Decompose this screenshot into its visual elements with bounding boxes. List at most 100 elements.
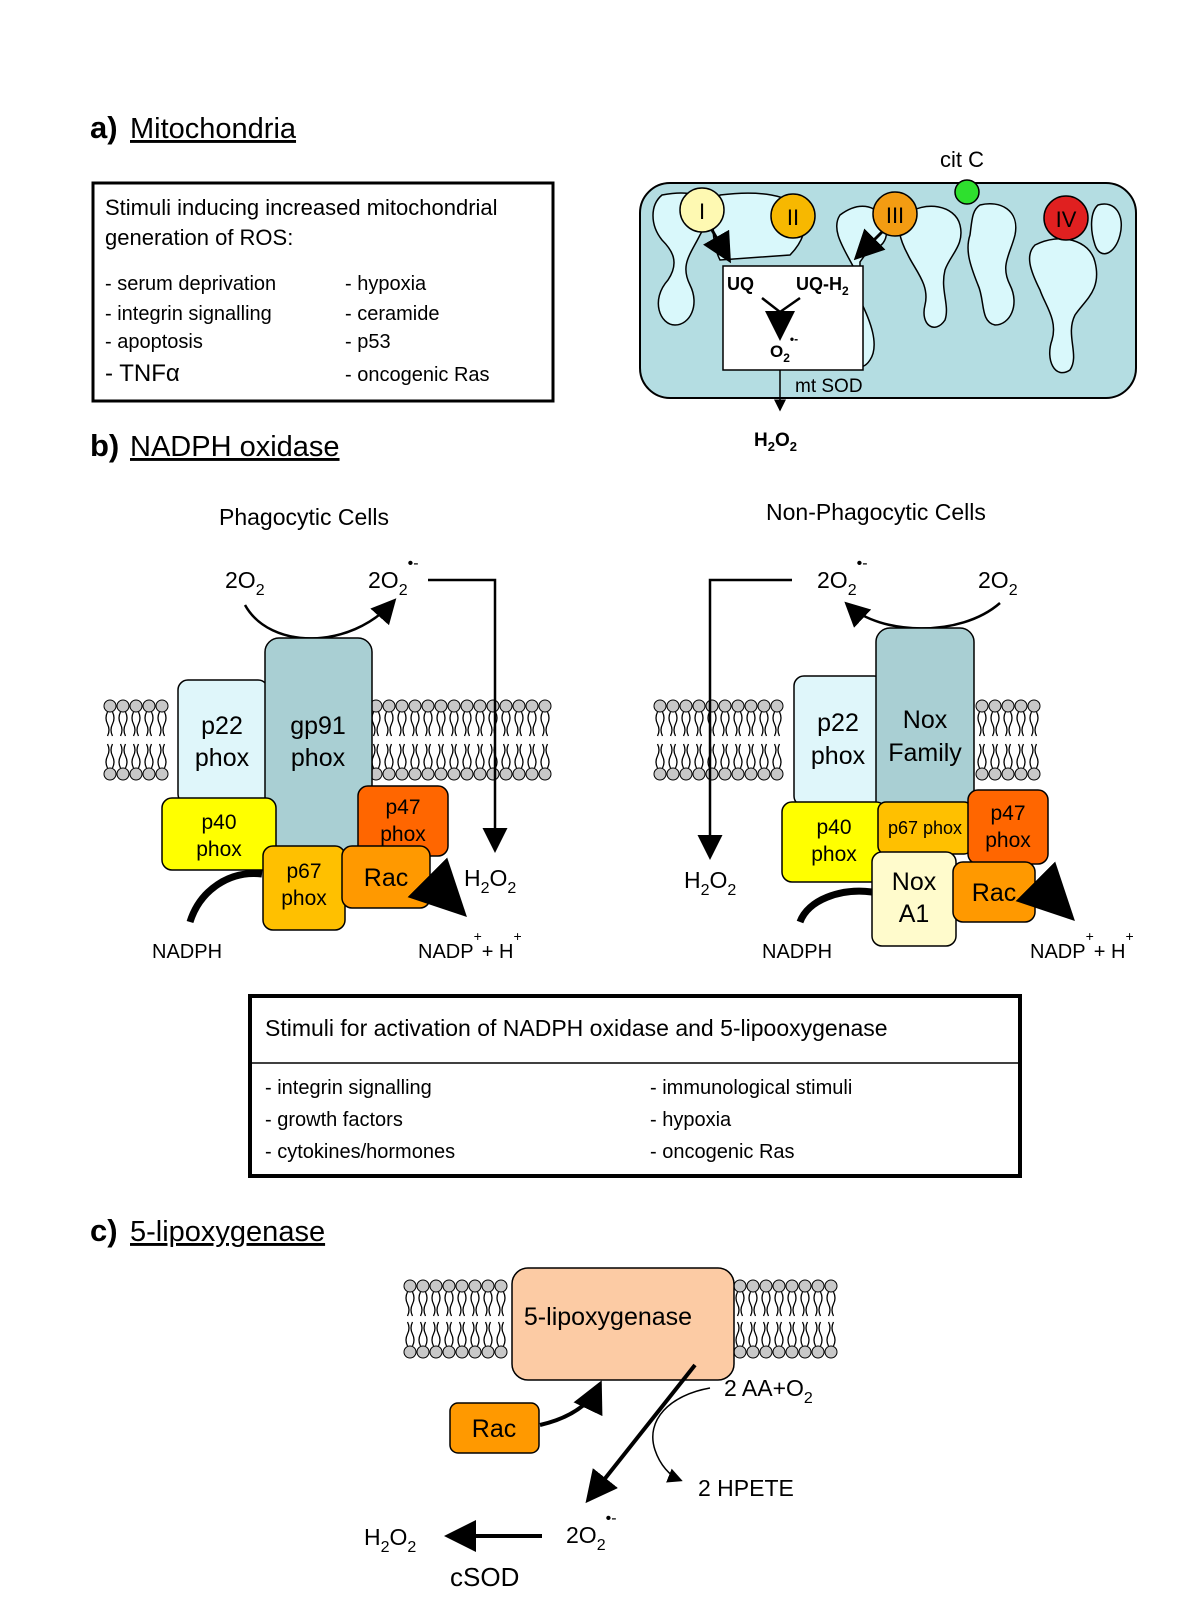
lipid-tail — [748, 1321, 753, 1347]
lipid-tail — [496, 1321, 501, 1347]
lipid-tail — [738, 743, 743, 769]
lipid-head — [382, 767, 396, 781]
aa-to-hpete-arrow — [652, 1387, 711, 1483]
nadph-stimuli-box: Stimuli for activation of NADPH oxidase … — [248, 994, 1022, 1178]
lipid-head — [705, 699, 719, 713]
lipid-tail — [753, 1291, 758, 1317]
phago-gp91-label: gp91 — [290, 712, 346, 740]
lipid-tail — [540, 711, 545, 737]
nonphago-h2o2-arrow — [697, 578, 792, 860]
lipid-head — [1014, 767, 1028, 781]
lipid-tail — [123, 743, 128, 769]
lipid-tail — [800, 1291, 805, 1317]
crista — [967, 203, 1017, 326]
uqh2-label: UQ-H2 — [796, 274, 849, 298]
phago-p40-label: phox — [196, 838, 242, 861]
lipid-tail — [673, 711, 678, 737]
lipid-head — [744, 767, 758, 781]
lipid-tail — [488, 1291, 493, 1317]
phago-p67-label: p67 — [286, 860, 321, 883]
lipid-head — [666, 767, 680, 781]
lipid-tail — [423, 1321, 428, 1347]
lipid-head — [382, 699, 396, 713]
lipid-tail — [699, 711, 704, 737]
lipid-tail — [402, 711, 407, 737]
section-a-title: Mitochondria — [130, 113, 297, 145]
lipid-tail — [699, 743, 704, 769]
lipid-tail — [813, 1291, 818, 1317]
lipid-tail — [480, 711, 485, 737]
lipid-tail — [540, 743, 545, 769]
lipid-tail — [1034, 711, 1039, 737]
lipid-head — [421, 699, 435, 713]
nonphago-rac-label: Rac — [972, 879, 1016, 907]
lipid-tail — [1016, 743, 1021, 769]
lipid-head — [733, 1279, 747, 1293]
lipid-tail — [462, 711, 467, 737]
lipid-tail — [397, 743, 402, 769]
lipid-tail — [772, 711, 777, 737]
lipid-tail — [764, 711, 769, 737]
lipid-tail — [436, 1291, 441, 1317]
phagocytic-panel: Phagocytic Cells 2O2 2O2•- p22 phox gp91… — [103, 504, 552, 963]
lipid-head — [785, 1279, 799, 1293]
lipid-tail — [519, 743, 524, 769]
lipid-tail — [449, 743, 454, 769]
lipid-tail — [977, 743, 982, 769]
lipid-head — [494, 1279, 508, 1293]
lipid-head — [988, 767, 1002, 781]
phago-p47-label: p47 — [385, 796, 420, 819]
lipid-head — [744, 699, 758, 713]
mito-box-title-line1: Stimuli inducing increased mitochondrial — [105, 195, 498, 220]
lipid-tail — [982, 711, 987, 737]
phago-p40-label: p40 — [201, 811, 236, 834]
complex-i-icon — [679, 187, 725, 233]
lipid-tail — [977, 711, 982, 737]
lipid-tail — [462, 1291, 467, 1317]
lipid-tail — [118, 743, 123, 769]
nonphago-p22-label: phox — [811, 742, 866, 770]
lipid-head — [395, 767, 409, 781]
lipid-tail — [431, 1321, 436, 1347]
nonphago-nadp-label: NADP++ H+ — [1030, 928, 1134, 963]
lipid-tail — [423, 711, 428, 737]
lipid-tail — [488, 711, 493, 737]
lipid-tail — [131, 711, 136, 737]
lipid-head — [116, 767, 130, 781]
lipid-tail — [1029, 711, 1034, 737]
complex-iii-icon — [872, 191, 918, 237]
lipid-tail — [470, 1321, 475, 1347]
lipid-head — [481, 1345, 495, 1359]
lipid-tail — [1008, 711, 1013, 737]
lipid-head — [499, 699, 513, 713]
lipid-head — [142, 767, 156, 781]
lipid-head — [679, 699, 693, 713]
lipid-tail — [428, 743, 433, 769]
lipid-tail — [777, 711, 782, 737]
nonphago-p22phox — [793, 675, 885, 807]
nonphago-noxa1-label: Nox — [892, 868, 937, 896]
section-c-title: 5-lipoxygenase — [130, 1216, 325, 1248]
lipid-tail — [826, 1291, 831, 1317]
lipid-tail — [982, 743, 987, 769]
lipid-head — [434, 767, 448, 781]
lipid-head — [824, 1345, 838, 1359]
lipid-head — [486, 767, 500, 781]
membrane-bilayer — [103, 699, 552, 781]
lipid-tail — [766, 1321, 771, 1347]
lipid-head — [512, 699, 526, 713]
lipid-tail — [746, 711, 751, 737]
lipid-tail — [123, 711, 128, 737]
lipid-tail — [402, 743, 407, 769]
lipid-tail — [136, 743, 141, 769]
lipid-tail — [787, 1321, 792, 1347]
lipid-head — [442, 1345, 456, 1359]
lipid-tail — [725, 711, 730, 737]
lipid-tail — [990, 711, 995, 737]
phago-nadp-label: NADP++ H+ — [418, 928, 522, 963]
lipid-head — [408, 767, 422, 781]
lipid-tail — [1016, 711, 1021, 737]
lipid-tail — [110, 743, 115, 769]
lipid-tail — [759, 743, 764, 769]
lipid-head — [975, 699, 989, 713]
